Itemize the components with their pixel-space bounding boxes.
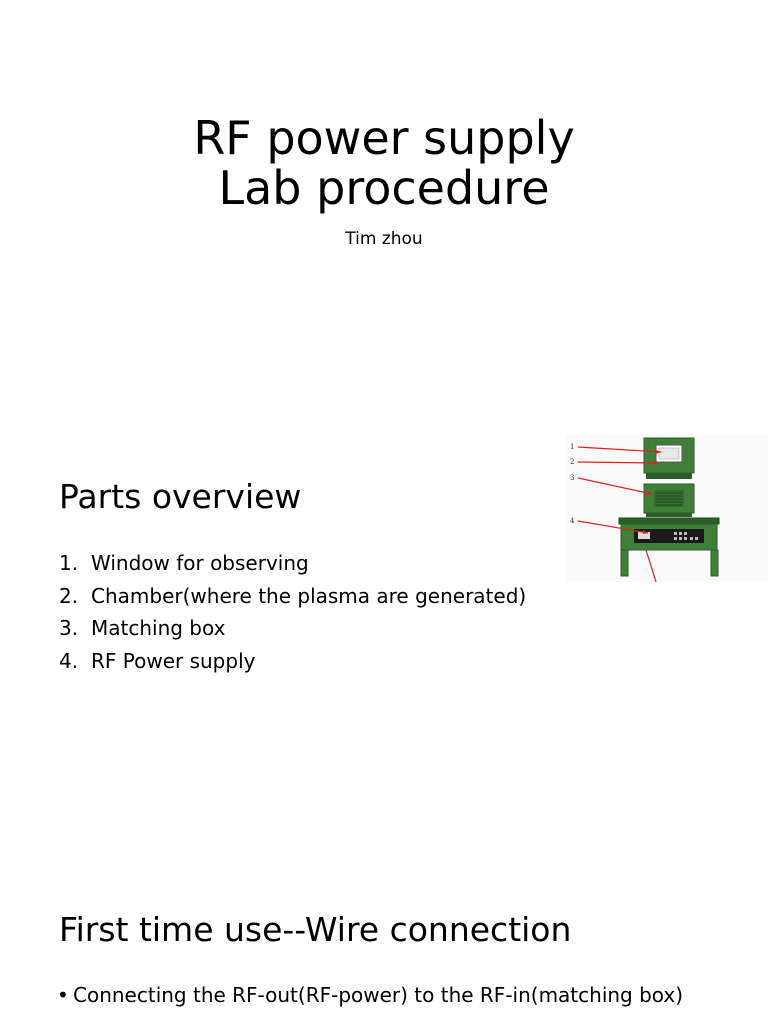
list-item-text: Chamber(where the plasma are generated) <box>91 583 527 608</box>
list-item: • Connecting the RF-out(RF-power) to the… <box>57 983 717 1008</box>
rf-power-supply-stand <box>618 517 720 577</box>
wire-connection-list: • Connecting the RF-out(RF-power) to the… <box>57 983 717 1008</box>
title-line-2: Lab procedure <box>218 161 550 215</box>
list-item: 1. Window for observing <box>59 547 526 580</box>
list-item-number: 2. <box>59 583 79 608</box>
list-item-number: 3. <box>59 616 79 640</box>
parts-overview-heading: Parts overview <box>59 477 302 516</box>
callout-lines <box>577 446 662 583</box>
wire-connection-slide: First time use--Wire connection • Connec… <box>0 860 768 1024</box>
equipment-diagram: 1 2 3 4 <box>566 435 768 583</box>
list-item-text: Matching box <box>91 616 226 640</box>
equipment-diagram-svg: 1 2 3 4 <box>570 437 720 583</box>
callout-label-1: 1 <box>570 443 574 451</box>
list-item-text: RF Power supply <box>91 648 256 673</box>
list-item-text: Window for observing <box>91 551 309 575</box>
list-item: 2. Chamber(where the plasma are generate… <box>59 580 526 613</box>
callout-label-2: 2 <box>570 458 574 466</box>
list-item-number: 4. <box>59 648 79 673</box>
list-item: 3. Matching box <box>59 612 526 645</box>
parts-list: 1. Window for observing 2. Chamber(where… <box>59 547 526 677</box>
matching-box <box>643 483 695 517</box>
callout-arrowheads <box>643 450 661 534</box>
title-slide: RF power supply Lab procedure Tim zhou <box>0 0 768 420</box>
list-item-text: Connecting the RF-out(RF-power) to the R… <box>73 983 684 1007</box>
bullet-symbol: • <box>57 983 69 1007</box>
author-name: Tim zhou <box>345 229 423 249</box>
callout-label-4: 4 <box>570 517 575 525</box>
presentation-title: RF power supply Lab procedure <box>0 113 768 213</box>
callout-label-3: 3 <box>570 474 574 482</box>
wire-connection-heading: First time use--Wire connection <box>59 910 572 949</box>
title-line-1: RF power supply <box>193 111 575 165</box>
chamber-unit <box>643 437 695 479</box>
callout-labels: 1 2 3 4 <box>570 443 575 525</box>
parts-overview-slide: Parts overview 1. Window for observing 2… <box>0 420 768 860</box>
list-item: 4. RF Power supply <box>59 645 526 678</box>
list-item-number: 1. <box>59 551 79 575</box>
